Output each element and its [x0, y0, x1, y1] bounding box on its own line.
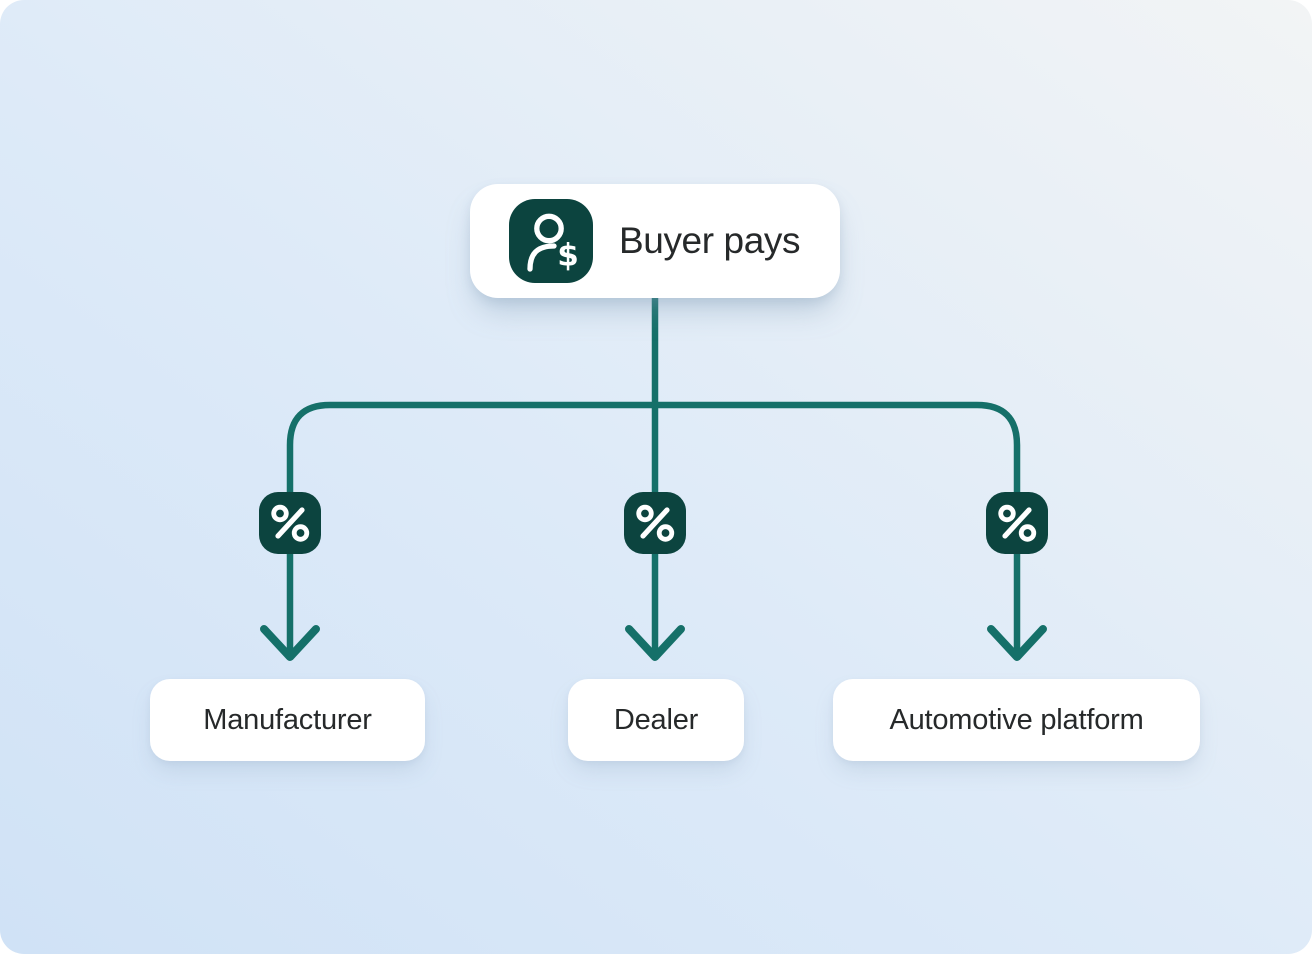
arrow-down-icon-right [987, 625, 1047, 661]
user-dollar-icon: $ [509, 199, 593, 283]
dollar-glyph: $ [557, 238, 579, 274]
dealer-card: Dealer [568, 679, 744, 761]
automotive-platform-card: Automotive platform [833, 679, 1200, 761]
connector-right [651, 401, 1021, 652]
percent-icon [259, 492, 321, 554]
buyer-pays-card: $ Buyer pays [470, 184, 840, 298]
arrow-down-icon-left [260, 625, 320, 661]
buyer-pays-label: Buyer pays [619, 220, 801, 261]
percent-icon [624, 492, 686, 554]
percent-icon [986, 492, 1048, 554]
arrow-down-icon-center [625, 625, 685, 661]
manufacturer-card: Manufacturer [150, 679, 425, 761]
connector-left [286, 401, 659, 652]
